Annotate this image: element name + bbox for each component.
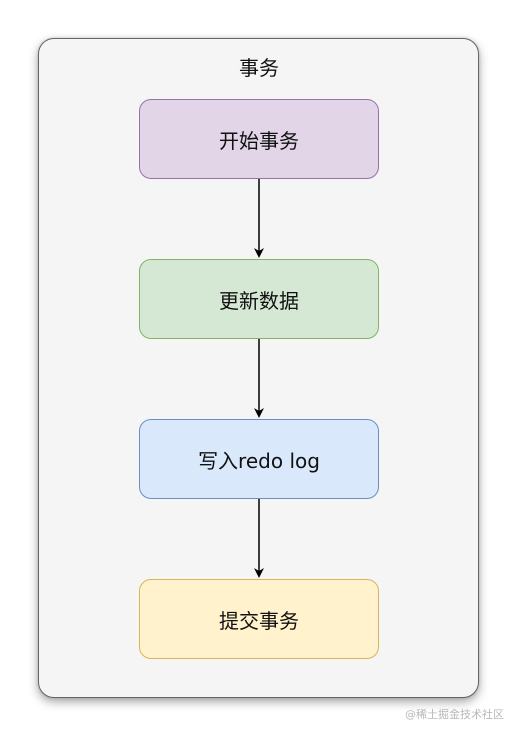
step-update-data: 更新数据: [139, 259, 379, 339]
container-title: 事务: [239, 56, 279, 80]
step-write-redo-log: 写入redo log: [139, 419, 379, 499]
step-commit-transaction: 提交事务: [139, 579, 379, 659]
watermark: @稀土掘金技术社区: [405, 708, 504, 721]
step-start-transaction: 开始事务: [139, 99, 379, 179]
